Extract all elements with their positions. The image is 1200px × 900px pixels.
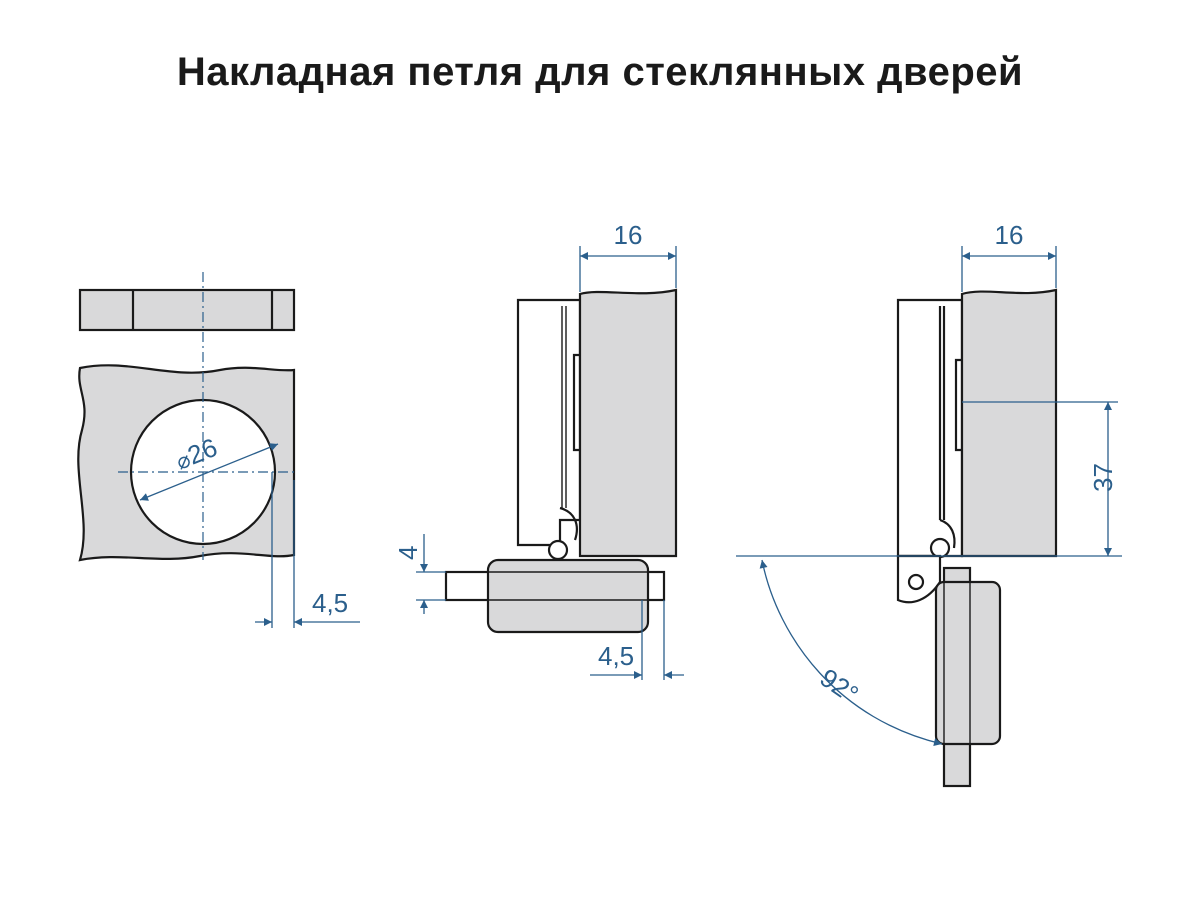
- cup-edge-offset-label: 4,5: [312, 588, 348, 618]
- page-title: Накладная петля для стеклянных дверей: [176, 50, 1024, 94]
- opening-angle-label: 92°: [815, 662, 864, 709]
- cup-section-plate: [78, 288, 296, 332]
- glass-door: [578, 288, 678, 558]
- hinge-arm: [486, 558, 650, 634]
- cup-bore-view: ⌀26 4,5: [77, 272, 360, 628]
- hinge-height-label: 37: [1088, 463, 1118, 492]
- cabinet-side: [516, 298, 582, 547]
- overlay-thickness-label: 4: [393, 546, 423, 560]
- glass-door-open: [960, 288, 1058, 558]
- hinge-pivot-open: [929, 537, 951, 559]
- hinge-pivot: [547, 539, 569, 561]
- open-hinge-arm: [934, 580, 1002, 746]
- overlay-offset-label: 4,5: [598, 641, 634, 671]
- door-width-label-1: 16: [614, 220, 643, 250]
- cabinet-side-open: [896, 298, 964, 558]
- door-width-label-2: 16: [995, 220, 1024, 250]
- hinge-closed-view: 16 4 4,5: [393, 220, 684, 680]
- hinge-open-view: 37 16 92°: [736, 220, 1122, 788]
